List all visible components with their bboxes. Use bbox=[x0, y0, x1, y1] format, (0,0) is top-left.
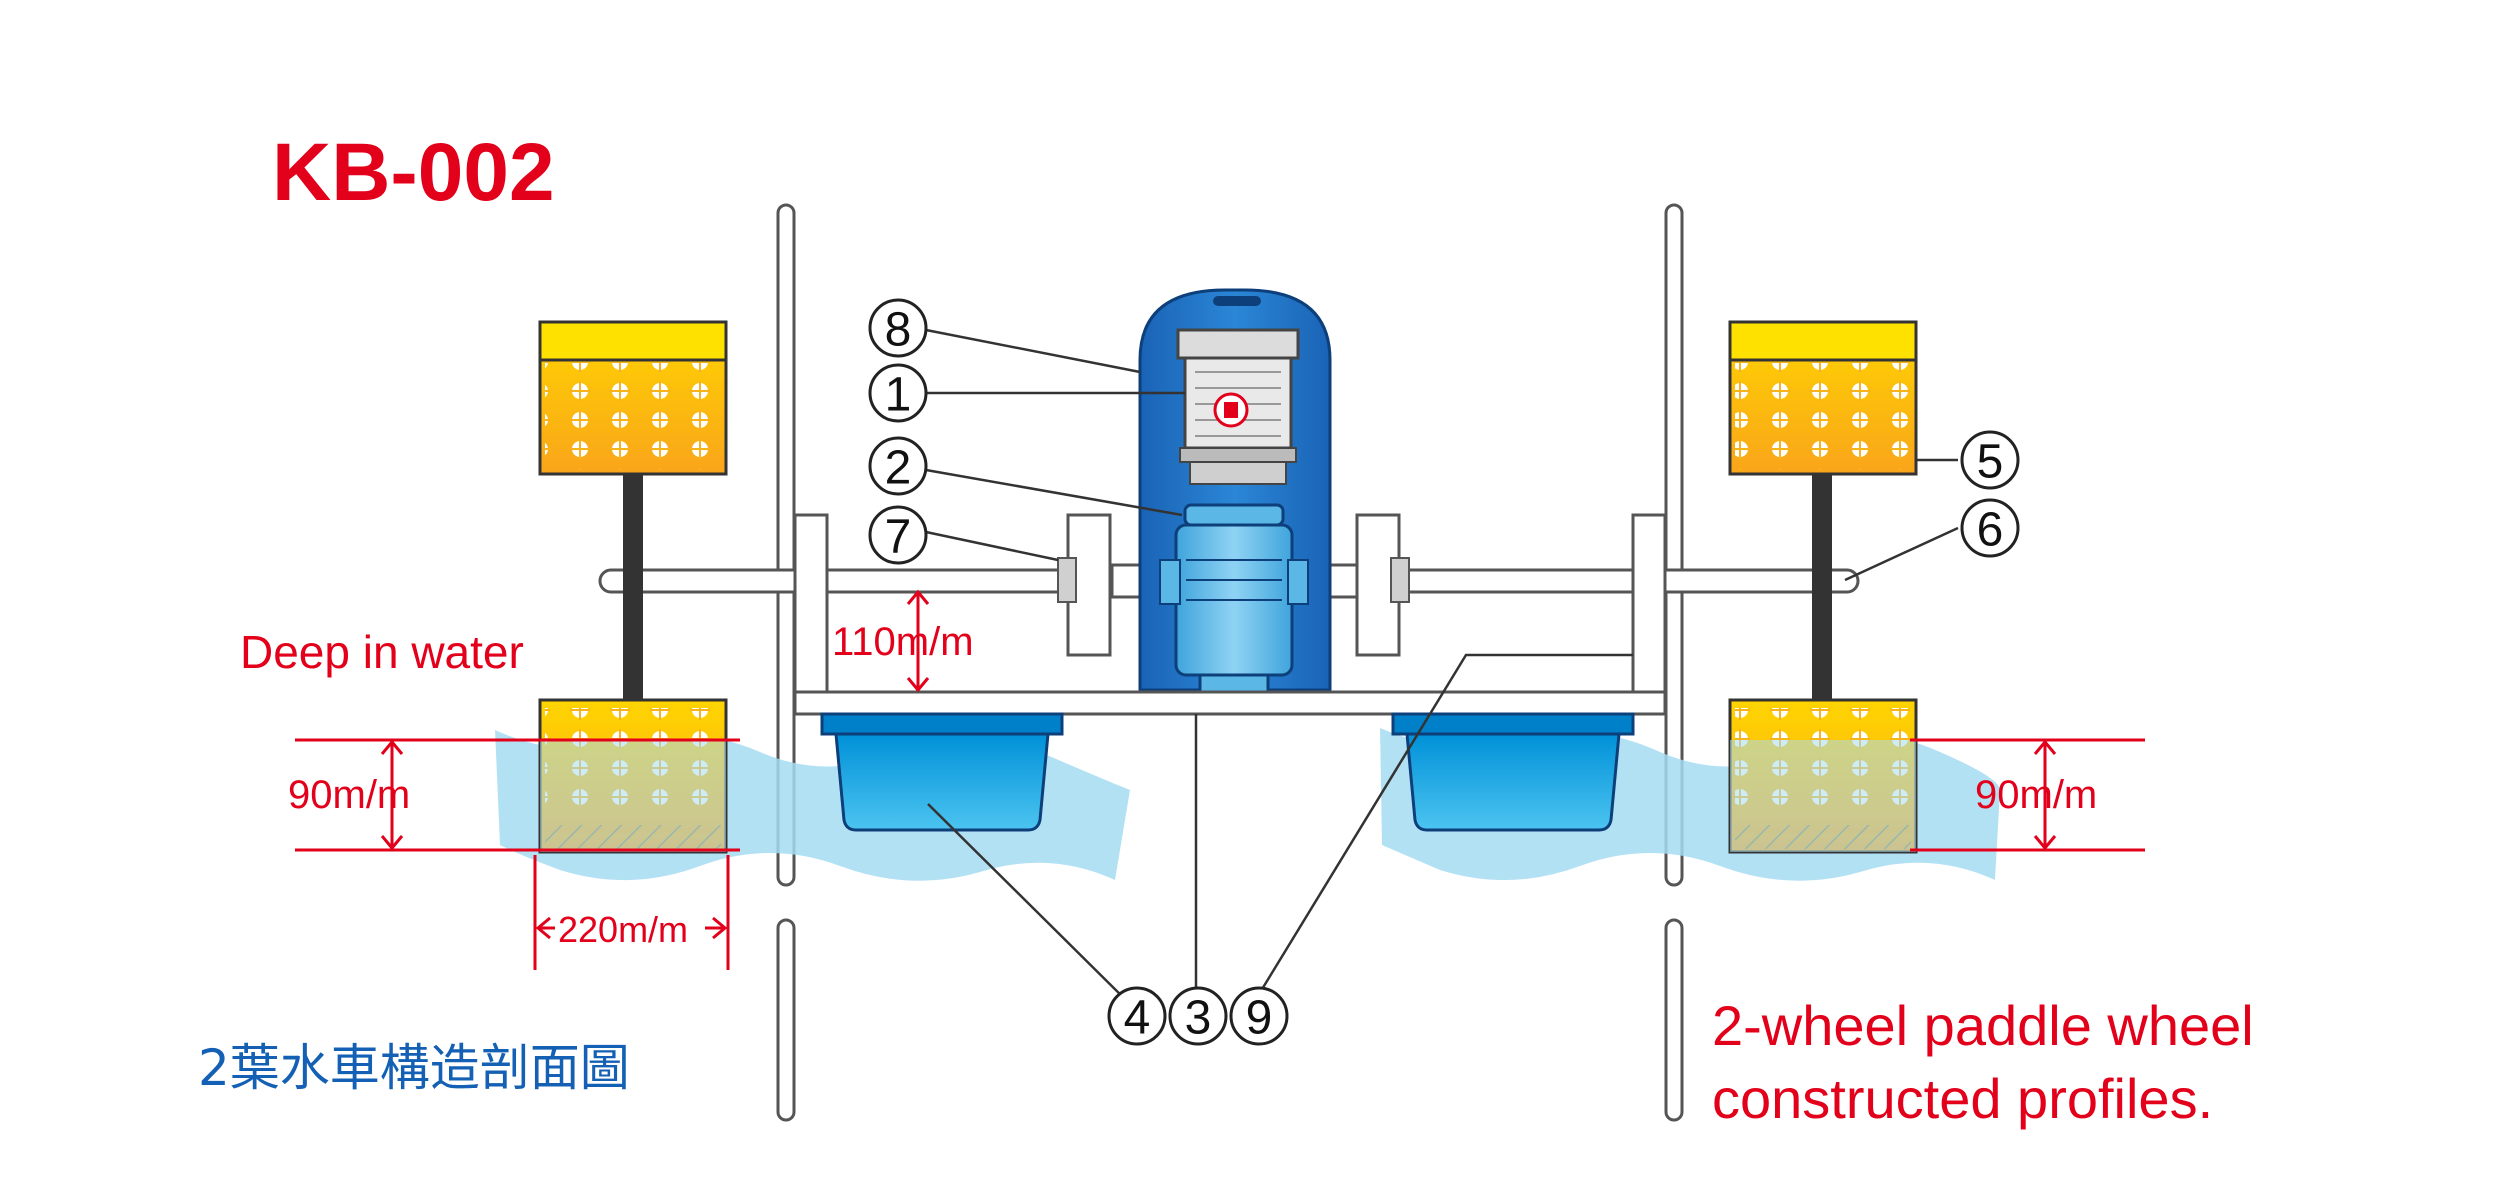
pontoon-left bbox=[820, 712, 1064, 832]
left-rail-post bbox=[776, 203, 796, 1122]
callout-1: 1 bbox=[868, 363, 928, 423]
svg-text:6: 6 bbox=[1977, 504, 2004, 557]
caption-chinese: 2葉水車構造剖面圖 bbox=[198, 1039, 630, 1097]
dim-110-label: 110m/m bbox=[832, 620, 974, 664]
right-rail-post bbox=[1664, 203, 1684, 1122]
frame-end-plate-left bbox=[793, 513, 829, 697]
svg-text:9: 9 bbox=[1246, 992, 1273, 1045]
paddle-wheel-left bbox=[538, 320, 728, 854]
dim-220-label: 220m/m bbox=[558, 909, 688, 950]
svg-text:5: 5 bbox=[1977, 436, 2004, 489]
cover-handle bbox=[1213, 296, 1261, 306]
dimension-220 bbox=[533, 855, 730, 970]
frame-end-plate-right bbox=[1631, 513, 1667, 697]
callout-leaders bbox=[925, 328, 1959, 1013]
frame-base-plate bbox=[793, 690, 1667, 716]
callout-9: 9 bbox=[1229, 986, 1289, 1046]
callout-8: 8 bbox=[868, 298, 928, 358]
dimension-110 bbox=[906, 589, 930, 693]
callout-4: 4 bbox=[1107, 986, 1167, 1046]
gear-box bbox=[1159, 503, 1309, 697]
paddle-wheel-right bbox=[1728, 320, 1918, 854]
callout-7: 7 bbox=[868, 505, 928, 565]
callout-2: 2 bbox=[868, 436, 928, 496]
svg-text:8: 8 bbox=[885, 304, 912, 357]
svg-text:1: 1 bbox=[885, 369, 912, 422]
dim-90-right-label: 90m/m bbox=[1975, 773, 2097, 817]
motor bbox=[1176, 328, 1300, 485]
dimension-90-right bbox=[1910, 738, 2145, 852]
dim-90-left-label: 90m/m bbox=[288, 773, 410, 817]
svg-text:7: 7 bbox=[885, 511, 912, 564]
svg-text:2: 2 bbox=[885, 442, 912, 495]
pontoon-right bbox=[1391, 712, 1635, 832]
caption-english-line2: constructed profiles. bbox=[1712, 1067, 2213, 1130]
callout-3: 3 bbox=[1168, 986, 1228, 1046]
callout-5: 5 bbox=[1960, 430, 2020, 490]
callout-6: 6 bbox=[1960, 498, 2020, 558]
model-title: KB-002 bbox=[272, 127, 555, 218]
svg-text:3: 3 bbox=[1185, 992, 1212, 1045]
caption-english-line1: 2-wheel paddle wheel bbox=[1712, 994, 2254, 1057]
deep-in-water-label: Deep in water bbox=[240, 626, 524, 678]
dimension-90-left bbox=[295, 738, 740, 852]
svg-text:4: 4 bbox=[1124, 992, 1151, 1045]
